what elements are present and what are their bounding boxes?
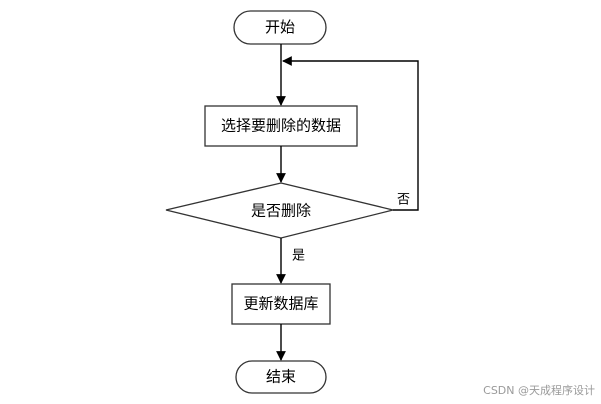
end-terminal [235,360,327,394]
select-data-process [204,105,358,147]
start-terminal [233,10,327,45]
decision-label: 是否删除 [251,202,311,220]
watermark-text: CSDN @天成程序设计 [483,384,595,397]
edge-yes-label: 是 [292,249,305,264]
select-data-label: 选择要删除的数据 [221,117,341,135]
end-label: 结束 [266,368,296,386]
update-db-label: 更新数据库 [243,295,318,313]
edge-decision-no-loop [282,56,419,211]
edge-no-label: 否 [397,193,410,208]
start-label: 开始 [265,18,295,36]
